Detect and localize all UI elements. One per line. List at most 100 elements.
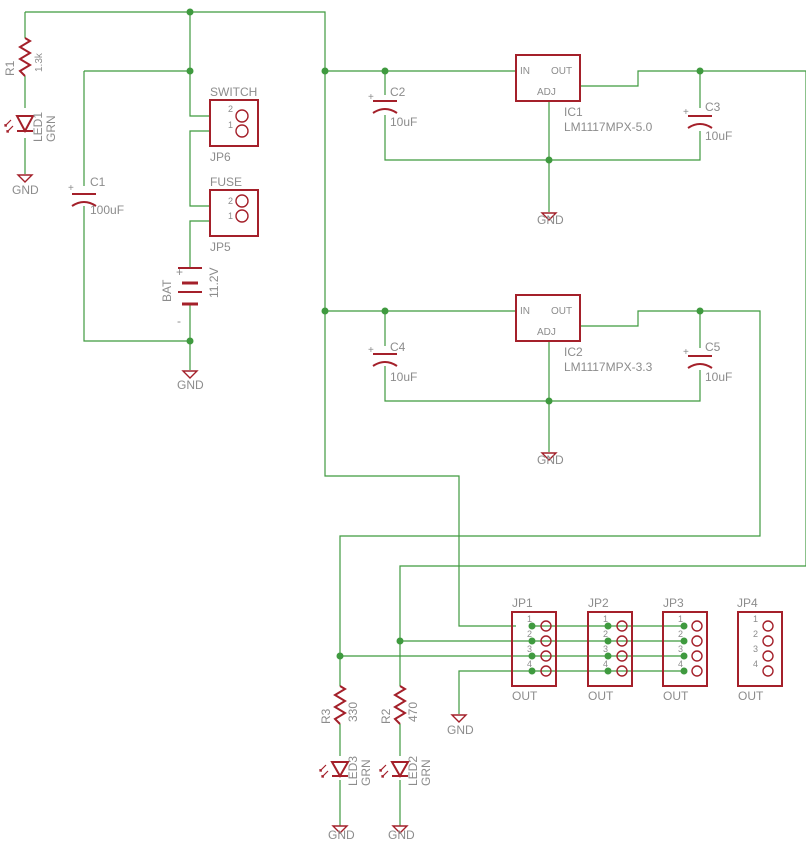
junction-dot — [528, 652, 536, 660]
capacitor-c3: + C3 10uF — [683, 100, 732, 143]
ic1-value: LM1117MPX-5.0 — [564, 120, 653, 134]
fuse-jp5: 2 1 FUSE JP5 — [209, 175, 259, 254]
pin-number: 3 — [678, 644, 683, 654]
resistor-r1: R1 1.3k — [3, 37, 45, 77]
c4-value: 10uF — [390, 370, 417, 384]
junction-dot — [528, 667, 536, 675]
resistor-r2: R2 470 — [379, 685, 420, 725]
pin-in-label: IN — [520, 66, 530, 77]
junction-dot — [186, 67, 194, 75]
jp2-name: JP2 — [588, 596, 609, 610]
led2-value: GRN — [419, 759, 433, 786]
header-jp2: 1 2 3 4 JP2 OUT — [587, 596, 633, 703]
led3: LED3 GRN — [319, 756, 373, 786]
resistor-r3: R3 330 — [319, 685, 360, 725]
ic1-name: IC1 — [564, 105, 583, 119]
header-jp3: 1 2 3 4 JP3 OUT — [662, 596, 708, 703]
pin-number: 2 — [527, 629, 532, 639]
gnd-label: GND — [447, 723, 474, 737]
ic2-name: IC2 — [564, 345, 583, 359]
led3-name: LED3 — [346, 756, 360, 786]
led2-name: LED2 — [406, 756, 420, 786]
gnd-label: GND — [537, 453, 564, 467]
pin-number: 2 — [228, 104, 233, 114]
gnd-symbol: GND — [388, 825, 415, 842]
pin-number: 1 — [753, 614, 758, 624]
out-label: OUT — [588, 689, 614, 703]
c5-name: C5 — [705, 340, 721, 354]
junction-dot — [186, 8, 194, 16]
junction-dot — [545, 156, 553, 164]
pin-number: 2 — [228, 196, 233, 206]
pin-number: 2 — [603, 629, 608, 639]
regulator-ic2: IN OUT ADJ IC2 LM1117MPX-3.3 — [515, 294, 653, 374]
jp4-name: JP4 — [737, 596, 758, 610]
junction-dot — [604, 637, 612, 645]
plus-sign: + — [176, 265, 183, 279]
junction-dot — [528, 622, 536, 630]
pin-number: 4 — [753, 659, 758, 669]
junction-dot — [336, 652, 344, 660]
pin-number: 3 — [753, 644, 758, 654]
battery-bat: + - BAT 11.2V — [160, 265, 221, 328]
pin-in-label: IN — [520, 306, 530, 317]
minus-sign: - — [177, 314, 181, 328]
gnd-symbol: GND — [328, 825, 355, 842]
wires — [24, 11, 806, 826]
gnd-label: GND — [537, 213, 564, 227]
r3-name: R3 — [319, 708, 333, 724]
junction-dot — [321, 67, 329, 75]
header-jp1: 1 2 3 4 JP1 OUT — [511, 596, 557, 703]
c2-value: 10uF — [390, 115, 417, 129]
plus-sign: + — [683, 347, 689, 358]
r1-value: 1.3k — [34, 52, 45, 72]
capacitor-c5: + C5 10uF — [683, 340, 732, 384]
junctions — [186, 8, 704, 675]
pin-out-label: OUT — [551, 66, 572, 77]
plus-sign: + — [368, 345, 374, 356]
junction-dot — [321, 307, 329, 315]
capacitor-c1: + C1 100uF — [68, 175, 124, 217]
jp3-name: JP3 — [663, 596, 684, 610]
pin-number: 3 — [527, 644, 532, 654]
out-label: OUT — [738, 689, 764, 703]
out-label: OUT — [663, 689, 689, 703]
switch-jp6: 2 1 SWITCH JP6 — [209, 85, 259, 164]
r2-value: 470 — [406, 702, 420, 722]
pin-out-label: OUT — [551, 306, 572, 317]
junction-dot — [604, 667, 612, 675]
c4-name: C4 — [390, 340, 406, 354]
c1-name: C1 — [90, 175, 106, 189]
pin-number: 3 — [603, 644, 608, 654]
pin-number: 1 — [228, 211, 233, 221]
gnd-label: GND — [388, 828, 415, 842]
c5-value: 10uF — [705, 370, 732, 384]
led3-value: GRN — [359, 759, 373, 786]
gnd-symbol: GND — [447, 714, 474, 737]
junction-dot — [680, 622, 688, 630]
plus-sign: + — [68, 183, 74, 194]
jp5-name: JP5 — [210, 240, 231, 254]
pin-number: 1 — [678, 614, 683, 624]
junction-dot — [381, 67, 389, 75]
gnd-symbol: GND — [537, 452, 564, 467]
pin-number: 2 — [678, 629, 683, 639]
junction-dot — [186, 337, 194, 345]
ic2-value: LM1117MPX-3.3 — [564, 360, 653, 374]
r3-value: 330 — [346, 702, 360, 722]
jp1-name: JP1 — [512, 596, 533, 610]
bat-name: BAT — [160, 279, 174, 302]
pin-number: 1 — [228, 120, 233, 130]
led1: LED1 GRN — [4, 112, 58, 142]
out-label: OUT — [512, 689, 538, 703]
junction-dot — [680, 667, 688, 675]
header-jp4: 1 2 3 4 JP4 OUT — [737, 596, 783, 703]
junction-dot — [396, 637, 404, 645]
pin-adj-label: ADJ — [537, 327, 556, 338]
c1-value: 100uF — [90, 203, 124, 217]
capacitor-c4: + C4 10uF — [368, 340, 417, 384]
switch-title: SWITCH — [210, 85, 257, 99]
pin-number: 4 — [678, 659, 683, 669]
gnd-symbol: GND — [12, 174, 39, 197]
gnd-label: GND — [177, 378, 204, 392]
